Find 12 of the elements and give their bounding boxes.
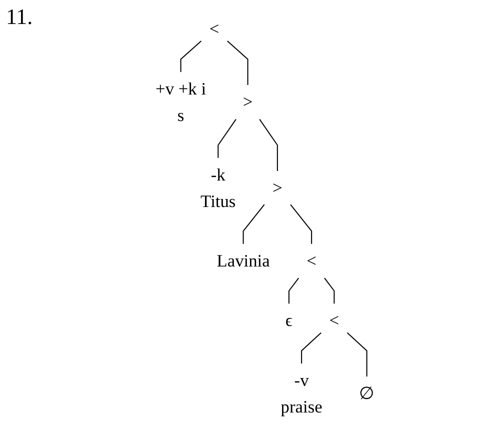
tree-node-label: Lavinia (216, 250, 270, 270)
tree-node-label: ∅ (359, 384, 374, 404)
tree-node-label: -v praise (280, 370, 322, 416)
example-number: 11. (6, 4, 33, 30)
tree-node-label: < (306, 250, 316, 270)
tree-node-label: ϵ (285, 310, 292, 330)
tree-node-label: < (209, 19, 220, 39)
tree-node-label: -k Titus (200, 165, 236, 211)
tree-node-label: > (242, 92, 253, 112)
tree-node-label: > (272, 178, 282, 198)
tree-node-label: +v +k i s (156, 79, 206, 125)
tree-node-label: < (329, 310, 340, 330)
